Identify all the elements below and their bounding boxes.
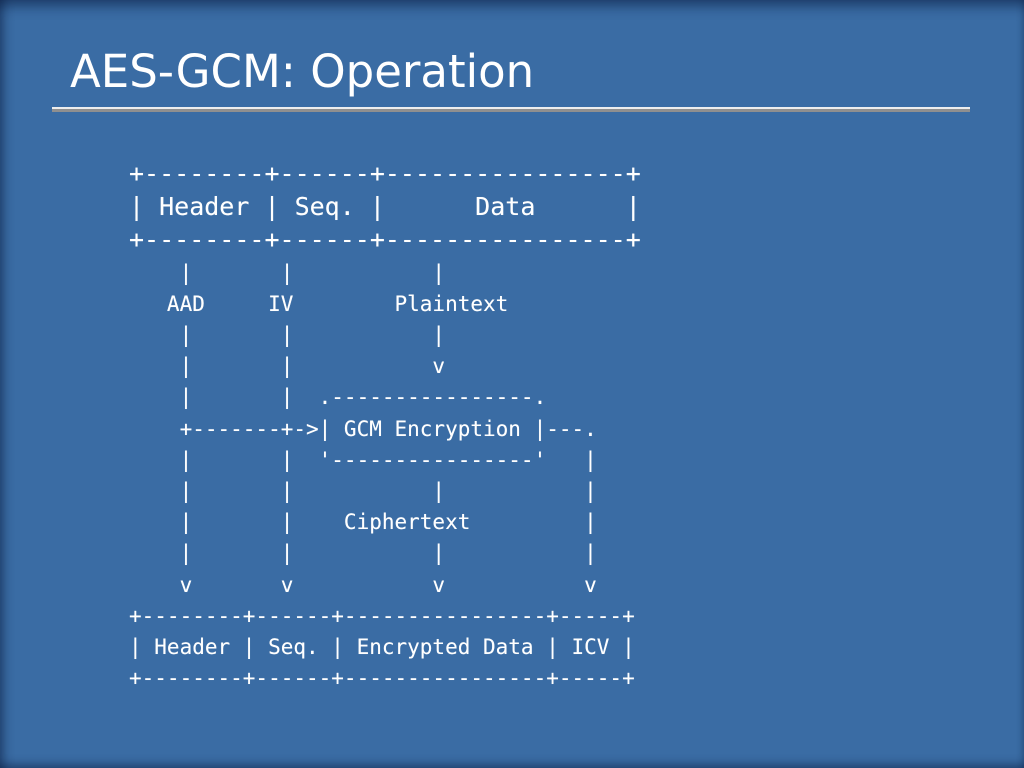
ascii-flow-diagram: +--------+------+----------------+ | Hea… [129, 158, 641, 694]
title-underline [52, 107, 970, 112]
diagram-top-packet-text: +--------+------+----------------+ | Hea… [129, 159, 641, 255]
diagram-flow-text: | | | AAD IV Plaintext | | | | | v | | .… [129, 260, 635, 691]
page-title: AES-GCM: Operation [70, 45, 535, 98]
